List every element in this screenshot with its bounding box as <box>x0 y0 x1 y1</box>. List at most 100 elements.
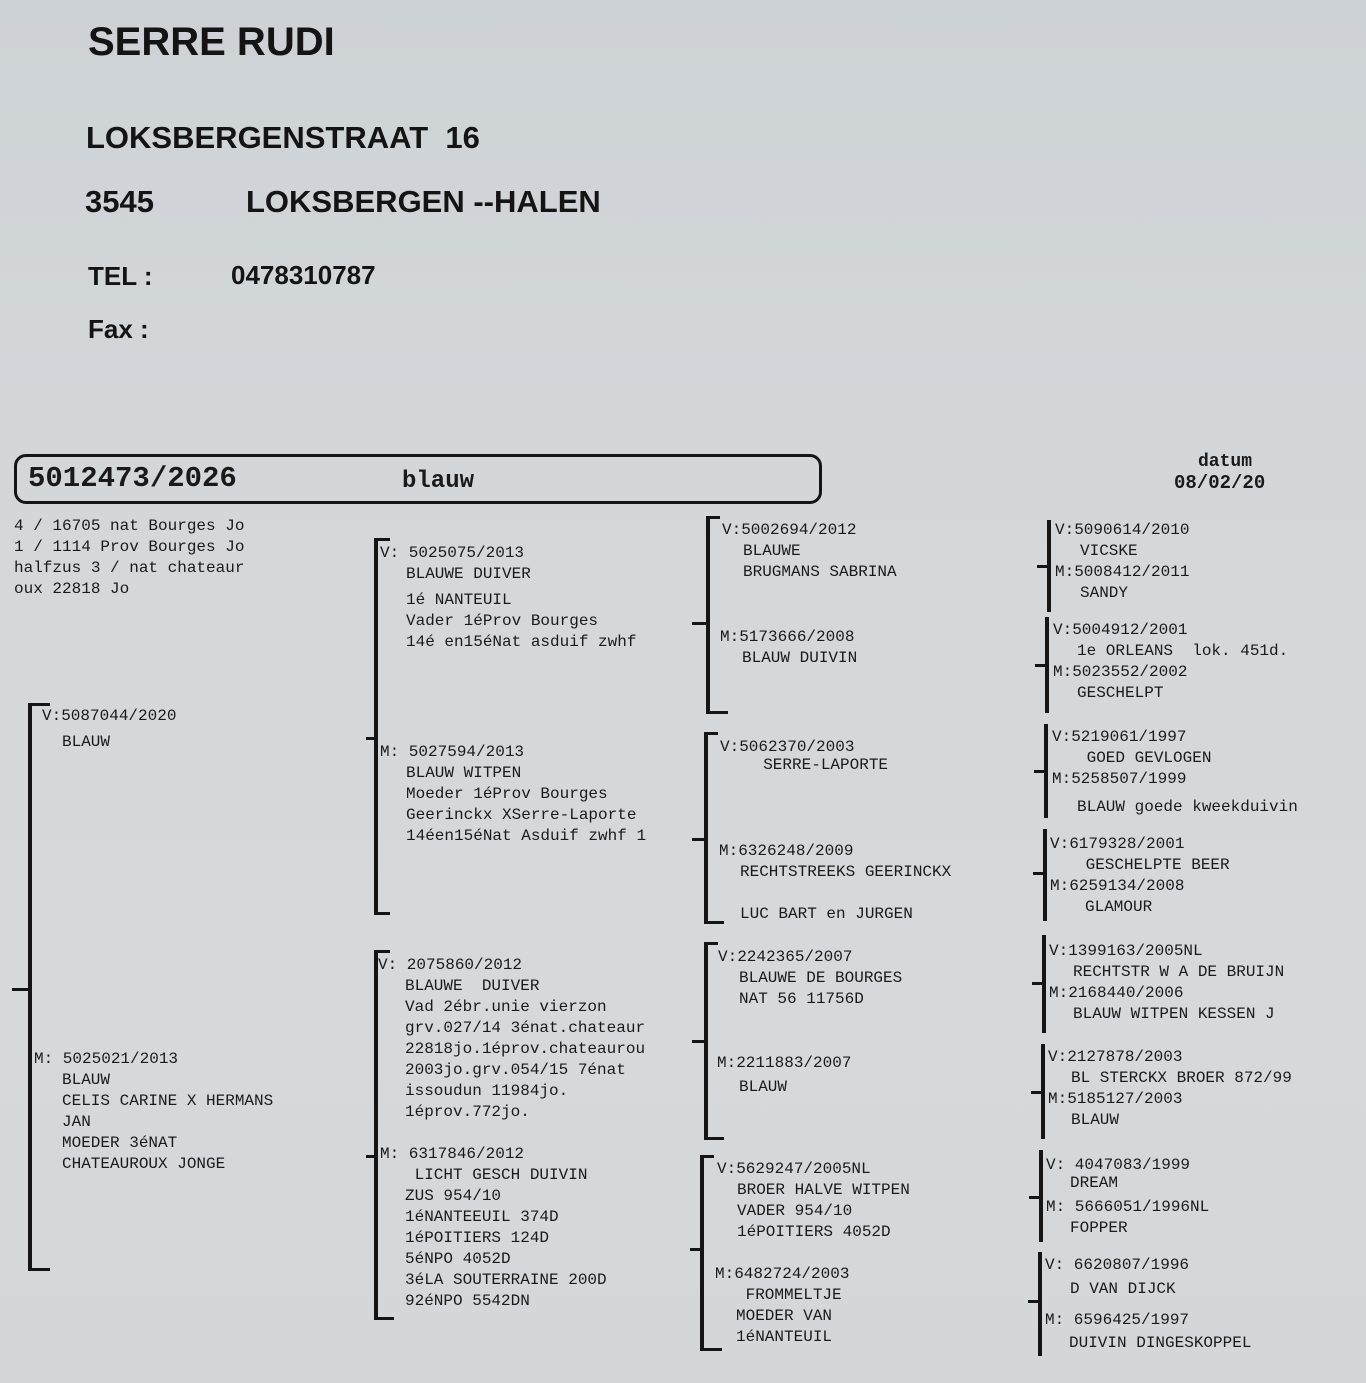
gen3-info: BLAUWE DE BOURGES <box>739 969 903 987</box>
gen4-father-info: RECHTSTR W A DE BRUIJN <box>1073 963 1285 981</box>
gen4-mother-ring: M: 5666051/1996NL <box>1046 1198 1210 1216</box>
mother-info: MOEDER 3éNAT <box>62 1134 178 1152</box>
gen3-ring: V:2242365/2007 <box>718 948 853 966</box>
gen3-info: VADER 954/10 <box>737 1202 853 1220</box>
gen3-info: BLAUW <box>739 1078 788 1096</box>
gen4-father-ring: V:5090614/2010 <box>1055 521 1190 539</box>
gen4-bracket-3 <box>1044 724 1048 818</box>
gen2-mm-info: 3éLA SOUTERRAINE 200D <box>405 1271 607 1289</box>
gen3-bracket-4 <box>700 1155 704 1351</box>
gen3-bracket-1 <box>706 516 710 714</box>
gen2-mm-block: M: 6317846/2012 LICHT GESCH DUIVIN ZUS 9… <box>380 1144 607 1312</box>
gen4-mother-ring: M:5258507/1999 <box>1052 770 1187 788</box>
ring-number: 5012473/2026 <box>28 462 237 495</box>
gen4-mother-info: SANDY <box>1080 584 1129 602</box>
gen4-father-info: GESCHELPTE BEER <box>1076 856 1230 874</box>
city: LOKSBERGEN --HALEN <box>246 184 601 219</box>
gen2-ff-info: Vader 1éProv Bourges <box>406 612 599 630</box>
gen4-father-ring: V:5219061/1997 <box>1052 728 1187 746</box>
gen3-info: 1éPOITIERS 4052D <box>737 1223 891 1241</box>
gen3-ring: M:6482724/2003 <box>715 1265 850 1283</box>
gen3-info <box>740 883 951 904</box>
gen4-father-ring: V:5004912/2001 <box>1053 621 1188 639</box>
gen4-mother-ring: M: 6596425/1997 <box>1045 1311 1190 1329</box>
gen3-ring: M:6326248/2009 <box>719 842 854 860</box>
gen2-fm-block: M: 5027594/2013 BLAUW WITPEN Moeder 1éPr… <box>380 742 646 847</box>
gen2-fm-info: BLAUW WITPEN <box>406 764 522 782</box>
gen2-fm-info: Moeder 1éProv Bourges <box>406 785 608 803</box>
gen3-bracket-2 <box>704 732 708 924</box>
gen3-entry-3: V:5062370/2003 SERRE-LAPORTE <box>720 737 888 776</box>
gen3-ring: M:5173666/2008 <box>720 628 855 646</box>
gen3-entry-1: V:5002694/2012 BLAUWE BRUGMANS SABRINA <box>722 520 897 583</box>
gen2-bottom-bracket-top <box>374 950 390 953</box>
gen3-bracket-3 <box>704 942 708 1140</box>
mother-block: M: 5025021/2013 BLAUW CELIS CARINE X HER… <box>34 1049 273 1175</box>
gen4-mother-info: GESCHELPT <box>1077 684 1164 702</box>
gen3-entry-5: V:2242365/2007 BLAUWE DE BOURGES NAT 56 … <box>718 947 902 1010</box>
gen3-ring: V:5002694/2012 <box>722 521 857 539</box>
gen4-bracket-7-connector <box>1029 1196 1041 1199</box>
gen2-ff-ring: V: 5025075/2013 <box>380 544 525 562</box>
gen4-mother-info: GLAMOUR <box>1085 898 1153 916</box>
gen3-entry-7: V:5629247/2005NL BROER HALVE WITPEN VADE… <box>717 1159 910 1243</box>
gen3-bracket-3-top <box>704 942 718 945</box>
gen3-bracket-1-connector <box>692 622 708 625</box>
gen2-mm-info: LICHT GESCH DUIVIN <box>405 1166 588 1184</box>
gen3-ring: V:5629247/2005NL <box>717 1160 871 1178</box>
tel-label: TEL : <box>88 261 153 291</box>
gen4-mother-ring: M:6259134/2008 <box>1050 877 1185 895</box>
gen2-mm-info: 5éNPO 4052D <box>405 1250 511 1268</box>
gen4-mother-info: BLAUW <box>1071 1111 1120 1129</box>
result-line: 1 / 1114 Prov Bourges Jo <box>14 538 245 556</box>
gen2-mf-info: BLAUWE DUIVER <box>405 977 540 995</box>
gen4-bracket-1 <box>1047 520 1051 612</box>
gen4-mother-info: BLAUW WITPEN KESSEN J <box>1073 1005 1275 1023</box>
gen1-bracket-top <box>28 703 50 706</box>
gen2-fm-info: Geerinckx XSerre-Laporte <box>406 806 637 824</box>
gen3-ring: M:2211883/2007 <box>717 1054 852 1072</box>
pigeon-color: blauw <box>402 468 475 495</box>
gen2-ff-block: V: 5025075/2013 BLAUWE DUIVER 1é NANTEUI… <box>380 543 636 653</box>
father-block: V:5087044/2020 BLAUW <box>42 706 176 753</box>
gen4-mother-info: FOPPER <box>1070 1219 1128 1237</box>
mother-info: BLAUW <box>62 1071 111 1089</box>
gen3-info: 1éNANTEUIL <box>736 1328 833 1346</box>
gen3-info: NAT 56 11756D <box>739 990 864 1008</box>
gen3-info: MOEDER VAN <box>736 1307 833 1325</box>
gen3-info: FROMMELTJE <box>736 1286 842 1304</box>
gen4-bracket-2 <box>1045 617 1049 713</box>
gen4-entry-5: V:1399163/2005NL RECHTSTR W A DE BRUIJN … <box>1049 941 1284 1025</box>
gen3-info: LUC BART en JURGEN <box>740 905 913 923</box>
fax-label: Fax : <box>88 314 149 344</box>
gen3-info: BLAUW DUIVIN <box>742 649 858 667</box>
gen3-info: BROER HALVE WITPEN <box>737 1181 910 1199</box>
gen4-father-ring: V:1399163/2005NL <box>1049 942 1203 960</box>
gen2-top-bracket-bottom <box>374 912 390 915</box>
gen4-entry-4: V:6179328/2001 GESCHELPTE BEER M:6259134… <box>1050 834 1230 918</box>
gen3-bracket-4-top <box>700 1155 714 1158</box>
gen2-top-bracket <box>374 538 378 915</box>
gen2-ff-info: 1é NANTEUIL <box>406 591 512 609</box>
mother-info: CHATEAUROUX JONGE <box>62 1155 226 1173</box>
gen4-father-info: GOED GEVLOGEN <box>1077 749 1212 767</box>
father-info: BLAUW <box>62 733 111 751</box>
gen4-bracket-4 <box>1043 829 1047 921</box>
gen2-top-bracket-top <box>374 538 390 541</box>
gen3-bracket-2-bottom <box>704 921 724 924</box>
gen2-mf-ring: V: 2075860/2012 <box>378 956 523 974</box>
gen3-info: SERRE-LAPORTE <box>744 756 889 774</box>
gen3-ring: V:5062370/2003 <box>720 738 855 756</box>
gen3-bracket-4-connector <box>690 1248 704 1251</box>
gen3-info: RECHTSTREEKS GEERINCKX <box>740 863 952 881</box>
gen4-bracket-6 <box>1041 1044 1045 1139</box>
gen3-bracket-1-bottom <box>706 711 728 714</box>
gen4-bracket-3-connector <box>1034 770 1046 773</box>
pigeon-title-box <box>14 454 822 504</box>
gen2-mf-info: 2003jo.grv.054/15 7énat <box>405 1061 626 1079</box>
gen2-bottom-bracket <box>374 950 378 1320</box>
gen3-info: BRUGMANS SABRINA <box>743 563 897 581</box>
breeder-name: SERRE RUDI <box>88 20 335 64</box>
gen1-bracket-bottom <box>28 1268 50 1271</box>
gen4-mother-ring: M:5185127/2003 <box>1048 1090 1183 1108</box>
